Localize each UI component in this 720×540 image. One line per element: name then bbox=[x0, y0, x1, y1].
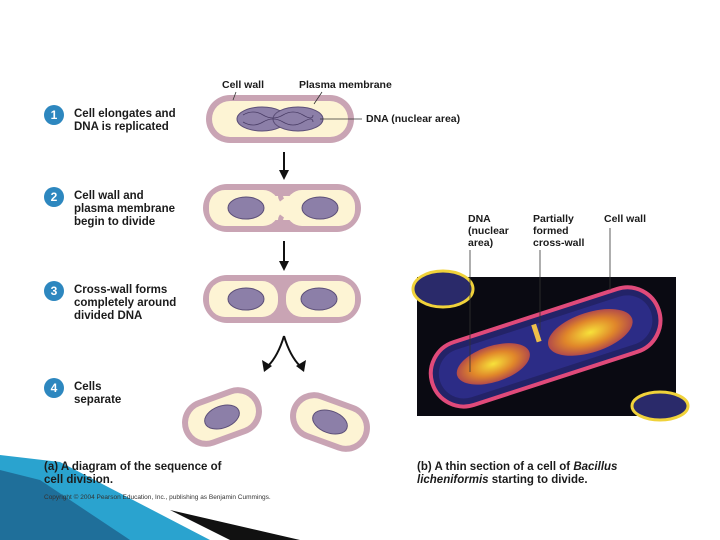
step-1-text: Cell elongates and DNA is replicated bbox=[74, 108, 176, 133]
micrograph-label-dna: DNA (nuclear area) bbox=[468, 213, 509, 249]
label-plasma-membrane: Plasma membrane bbox=[299, 79, 392, 91]
step-1-badge: 1 bbox=[44, 105, 64, 125]
copyright-notice: Copyright © 2004 Pearson Education, Inc.… bbox=[44, 494, 271, 501]
step-3-text: Cross-wall forms completely around divid… bbox=[74, 284, 177, 322]
step-4-text: Cells separate bbox=[74, 381, 122, 406]
dna-mass bbox=[300, 287, 338, 311]
cell-step-3 bbox=[203, 275, 361, 323]
caption-b-part1: (b) A thin section of a cell of bbox=[417, 461, 574, 473]
caption-b-part2: starting to divide. bbox=[488, 474, 588, 486]
micrograph bbox=[411, 269, 690, 422]
cell-step-1 bbox=[206, 95, 354, 143]
caption-a: (a) A diagram of the sequence of cell di… bbox=[44, 461, 224, 487]
slide-decoration bbox=[0, 455, 300, 540]
micrograph-leaders bbox=[469, 228, 611, 372]
step-2-text: Cell wall and plasma membrane begin to d… bbox=[74, 190, 175, 228]
cell-step-4-right bbox=[290, 392, 370, 452]
step-4-badge: 4 bbox=[44, 378, 64, 398]
caption-b: (b) A thin section of a cell of Bacillus… bbox=[417, 461, 637, 487]
dna-mass bbox=[312, 409, 348, 435]
label-dna-nuclear-area: DNA (nuclear area) bbox=[366, 113, 461, 125]
cell-step-2 bbox=[203, 184, 361, 232]
step-arrows bbox=[262, 152, 306, 372]
dna-mass bbox=[227, 196, 265, 220]
dna-mass bbox=[227, 287, 265, 311]
caption-b-species: Bacillus licheniformis bbox=[417, 461, 618, 486]
label-cell-wall: Cell wall bbox=[222, 79, 265, 91]
cell-step-4-left bbox=[182, 387, 262, 447]
micrograph-label-cell-wall: Cell wall bbox=[604, 213, 647, 225]
step-2-badge: 2 bbox=[44, 187, 64, 207]
micrograph-label-crosswall: Partially formed cross-wall bbox=[533, 213, 585, 249]
dna-mass bbox=[272, 106, 324, 132]
label-leaders bbox=[232, 91, 362, 120]
dna-mass bbox=[301, 196, 339, 220]
dna-mass bbox=[204, 404, 240, 430]
caption-a-text: (a) A diagram of the sequence of cell di… bbox=[44, 461, 222, 486]
step-3-badge: 3 bbox=[44, 281, 64, 301]
